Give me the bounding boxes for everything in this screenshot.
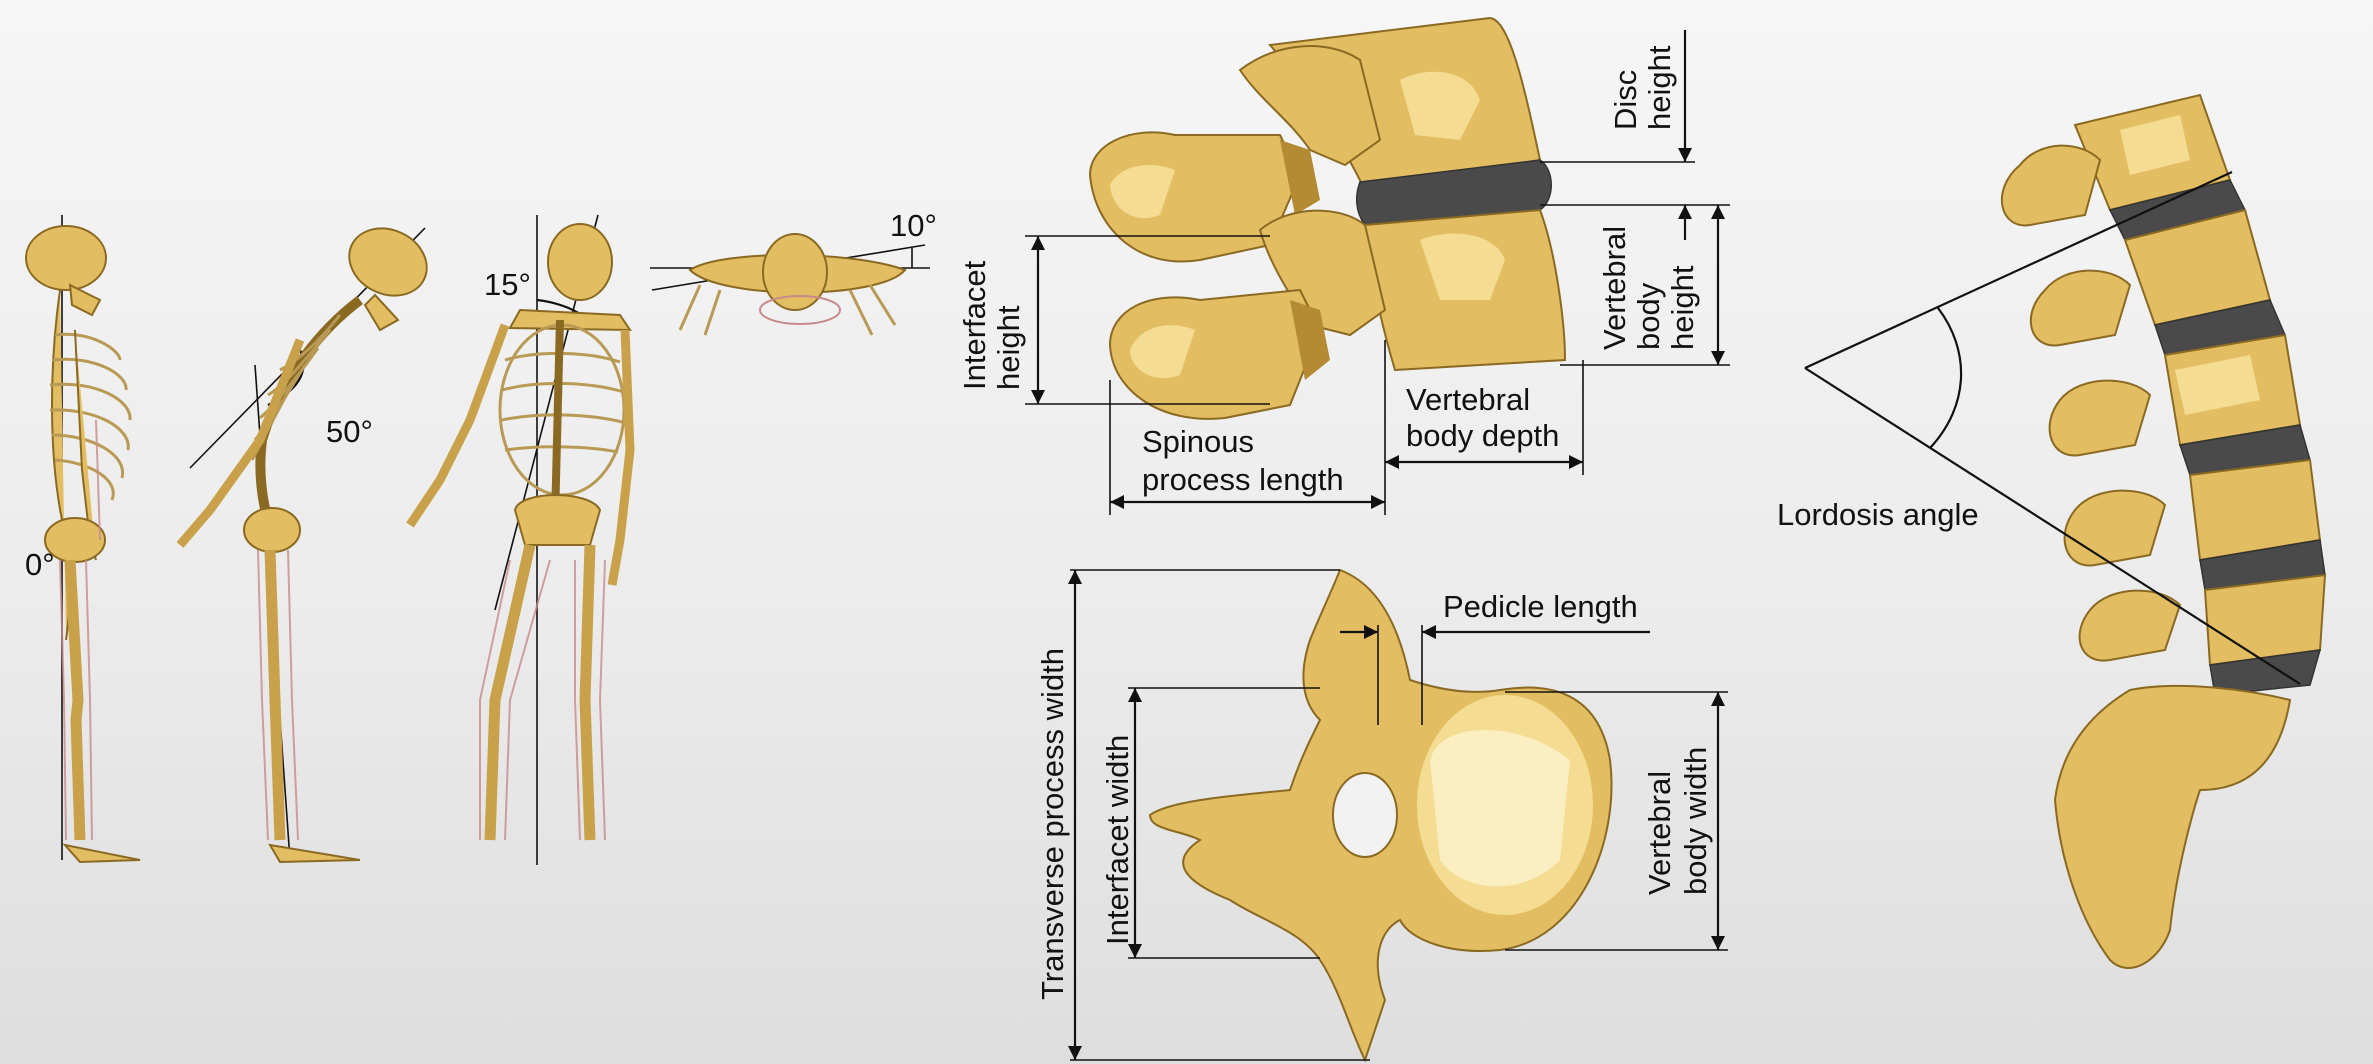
axial-vertebra bbox=[1150, 570, 1612, 1060]
svg-text:Disc height: Disc height bbox=[1608, 45, 1677, 130]
angle-label-axial: 10° bbox=[890, 208, 937, 243]
pedicle-length-label: Pedicle length bbox=[1443, 589, 1638, 624]
jaw bbox=[365, 295, 398, 330]
posture-panel: 0° 50° bbox=[25, 208, 937, 865]
svg-text:Vertebral body width: Vertebral body width bbox=[1642, 747, 1713, 895]
angle-label-lateral: 15° bbox=[484, 267, 531, 302]
foot bbox=[65, 845, 140, 862]
left-leg bbox=[490, 545, 530, 840]
vertebrae-lateral-panel: Disc height Vertebral body height Int bbox=[957, 18, 1730, 515]
leg bbox=[70, 560, 80, 840]
skeleton-standing: 0° bbox=[25, 215, 140, 862]
lordosis-angle-label: Lordosis angle bbox=[1777, 497, 1979, 532]
spinous-label-1: Spinous bbox=[1142, 424, 1254, 459]
spinous-label-2: process length bbox=[1142, 462, 1344, 497]
skull-top bbox=[763, 234, 827, 310]
foot bbox=[270, 845, 360, 862]
skeleton-axial-rotation: 10° bbox=[650, 208, 937, 335]
vb-depth-label-2: body depth bbox=[1406, 418, 1559, 453]
disc-height-label-1: Disc bbox=[1608, 70, 1643, 130]
skull bbox=[548, 224, 612, 300]
vb-width-label-2: body width bbox=[1678, 747, 1713, 895]
lumbar-spine bbox=[2002, 95, 2325, 968]
disc-height-label-2: height bbox=[1642, 45, 1677, 130]
spine bbox=[555, 320, 560, 520]
svg-text:Interfacet height: Interfacet height bbox=[957, 252, 1026, 390]
interfacet-height-label-1: Interfacet bbox=[957, 260, 992, 390]
skeleton-lateral-bending: 15° bbox=[410, 215, 630, 865]
vertebral-body-height-dimension: Vertebral body height bbox=[1560, 205, 1730, 365]
vb-height-label-2: body bbox=[1631, 282, 1666, 350]
interfacet-width-label: Interfacet width bbox=[1100, 735, 1135, 945]
vertebra-axial-panel: Transverse process width Interfacet widt… bbox=[1035, 570, 1728, 1060]
angle-label-flexion: 50° bbox=[326, 414, 373, 449]
vb-width-label-1: Vertebral bbox=[1642, 771, 1677, 895]
transverse-process-width-label: Transverse process width bbox=[1035, 648, 1070, 1000]
interfacet-height-label-2: height bbox=[991, 305, 1026, 390]
jaw bbox=[70, 285, 100, 315]
lumbar-spine-panel: Lordosis angle bbox=[1777, 95, 2325, 968]
disc-height-dimension: Disc height bbox=[1540, 30, 1730, 240]
pelvis bbox=[244, 508, 300, 552]
left-arm bbox=[410, 325, 505, 525]
right-leg bbox=[585, 545, 590, 840]
leg bbox=[270, 550, 280, 840]
skull bbox=[26, 226, 106, 290]
svg-text:Vertebral body depth: Vertebral body depth bbox=[1406, 382, 1559, 453]
pelvis bbox=[515, 495, 600, 545]
svg-text:Spinous process length: Spinous process length bbox=[1142, 424, 1344, 497]
vb-depth-label-1: Vertebral bbox=[1406, 382, 1530, 417]
vb-height-label-1: Vertebral bbox=[1597, 226, 1632, 350]
skeleton-flexion: 50° bbox=[180, 216, 438, 862]
vb-height-label-3: height bbox=[1665, 265, 1700, 350]
angle-label-standing: 0° bbox=[25, 547, 55, 582]
